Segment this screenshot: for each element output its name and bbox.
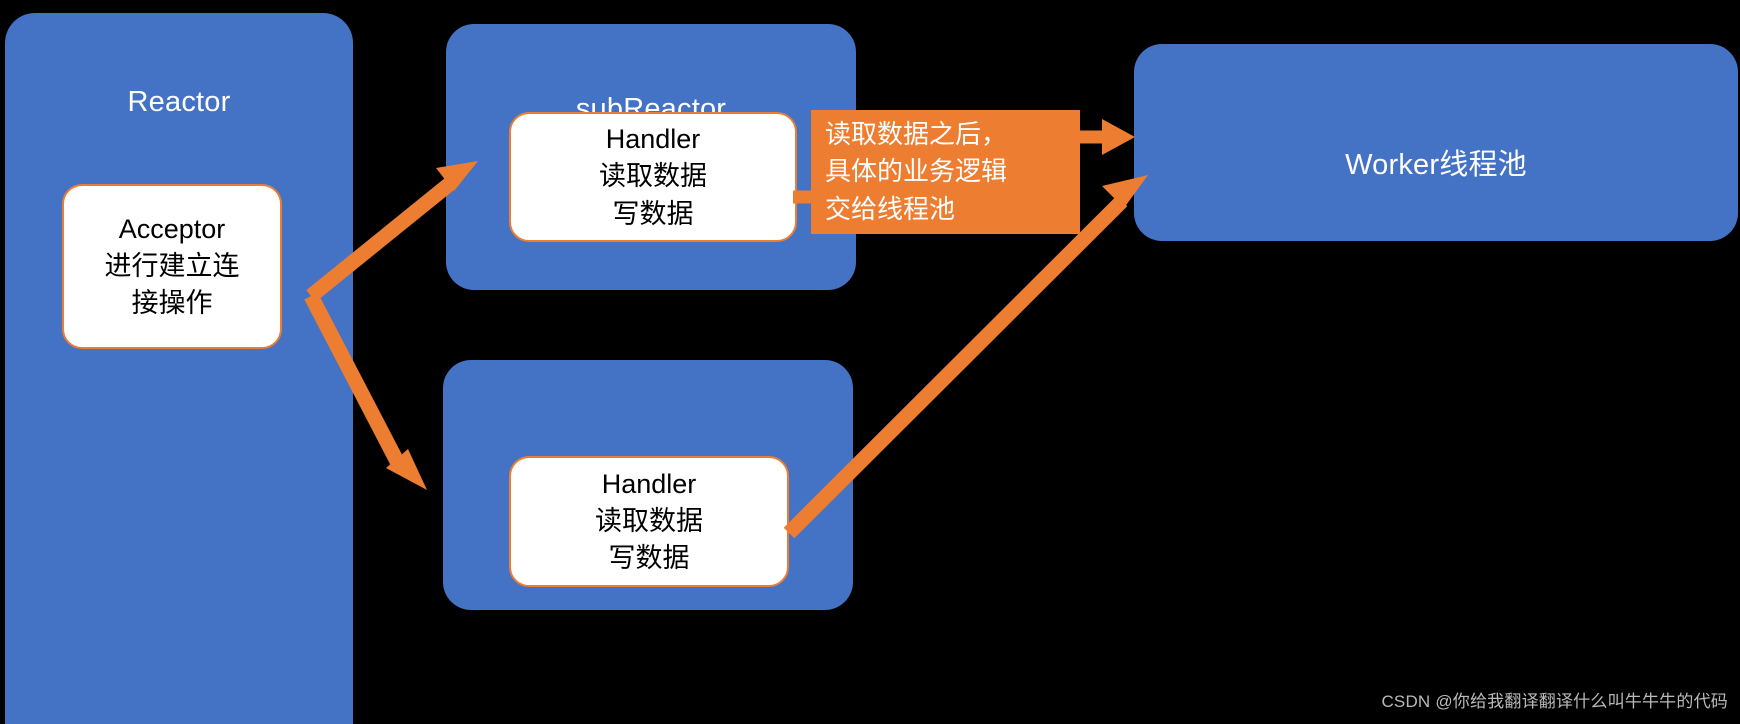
handler-bottom-box[interactable]: Handler 读取数据 写数据	[509, 456, 789, 587]
arrow-acceptor-to-subreactor-bottom	[304, 292, 427, 490]
watermark: CSDN @你给我翻译翻译什么叫牛牛牛的代码	[1381, 692, 1728, 711]
callout-note[interactable]: 读取数据之后， 具体的业务逻辑 交给线程池	[811, 110, 1080, 234]
handler-bottom-line-2: 读取数据	[595, 505, 703, 536]
callout-line-3: 交给线程池	[825, 193, 956, 224]
handler-top-line-1: Handler	[605, 124, 701, 155]
arrow-callout-to-worker	[1080, 119, 1135, 155]
arrow-acceptor-to-subreactor-top	[306, 161, 478, 302]
worker-thread-pool-container[interactable]: Worker线程池	[1134, 44, 1738, 241]
acceptor-line-1: Acceptor	[118, 213, 226, 244]
handler-bottom-line-3: 写数据	[608, 543, 690, 574]
reactor-title: Reactor	[127, 86, 231, 118]
arrow-handler-bottom-to-worker	[783, 175, 1148, 539]
handler-top-box[interactable]: Handler 读取数据 写数据	[509, 112, 797, 242]
handler-bottom-line-1: Handler	[601, 468, 697, 499]
callout-line-1: 读取数据之后，	[825, 118, 1008, 149]
handler-top-line-3: 写数据	[612, 198, 694, 229]
acceptor-box[interactable]: Acceptor 进行建立连 接操作	[62, 184, 282, 349]
worker-thread-pool-title: Worker线程池	[1345, 149, 1527, 181]
callout-line-2: 具体的业务逻辑	[825, 156, 1008, 187]
handler-top-line-2: 读取数据	[599, 161, 707, 192]
acceptor-line-2: 进行建立连	[104, 250, 240, 281]
reactor-container[interactable]: Reactor	[5, 13, 353, 724]
acceptor-line-3: 接操作	[131, 288, 213, 319]
